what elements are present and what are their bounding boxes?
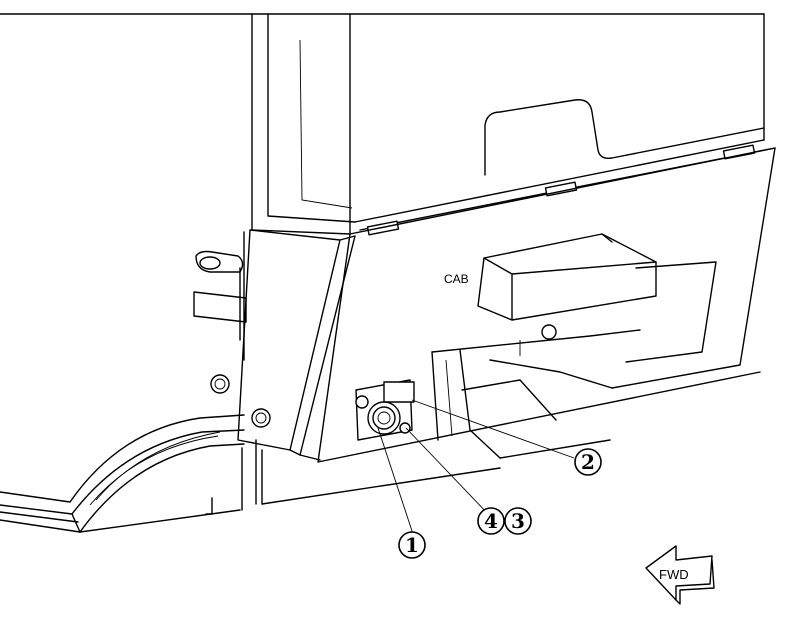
fwd-arrow-icon: FWD bbox=[645, 545, 715, 605]
corner-post bbox=[237, 229, 356, 461]
rear-window bbox=[484, 99, 765, 176]
cab-handle bbox=[477, 233, 657, 321]
receptacle-assembly bbox=[355, 379, 415, 441]
cab-lower-panel bbox=[317, 147, 776, 463]
leader-lines bbox=[377, 399, 575, 535]
fender bbox=[0, 414, 245, 533]
window-clips bbox=[366, 144, 756, 236]
fwd-label: FWD bbox=[659, 567, 689, 582]
interior-structure bbox=[431, 261, 717, 459]
cab-label: CAB bbox=[444, 272, 469, 286]
cab-window-frame bbox=[0, 13, 776, 235]
callout-4-number: 4 bbox=[484, 509, 498, 533]
callout-1: 1 bbox=[398, 531, 426, 559]
callout-3-number: 3 bbox=[511, 509, 525, 533]
callout-1-number: 1 bbox=[405, 533, 419, 557]
callout-3: 3 bbox=[504, 507, 532, 535]
callout-2: 2 bbox=[574, 448, 602, 476]
door-hinge bbox=[193, 231, 247, 361]
bolts bbox=[210, 324, 557, 428]
cab-floor bbox=[205, 439, 501, 515]
callout-2-number: 2 bbox=[581, 450, 595, 474]
callout-4: 4 bbox=[477, 507, 505, 535]
